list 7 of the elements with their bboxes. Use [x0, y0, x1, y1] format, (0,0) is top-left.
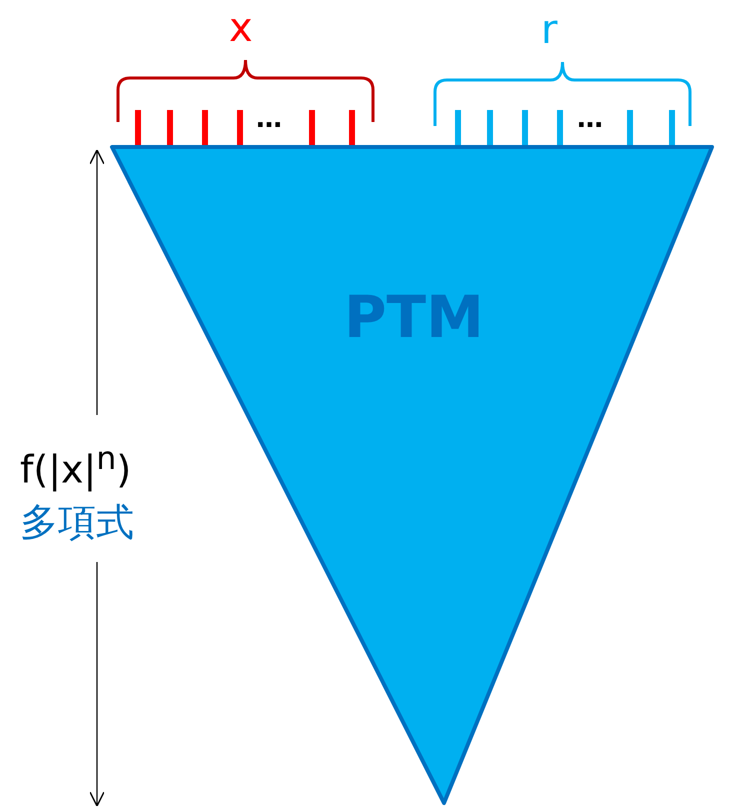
ellipsis: … — [577, 106, 603, 132]
dimension-label: f(|x|$^{n}$) — [20, 444, 132, 489]
brace-label: r — [541, 10, 558, 50]
node-label: PTM — [344, 288, 484, 346]
dimension-label: 多項式 — [20, 503, 134, 541]
ellipsis: … — [256, 106, 282, 132]
brace-label: x — [229, 8, 253, 48]
